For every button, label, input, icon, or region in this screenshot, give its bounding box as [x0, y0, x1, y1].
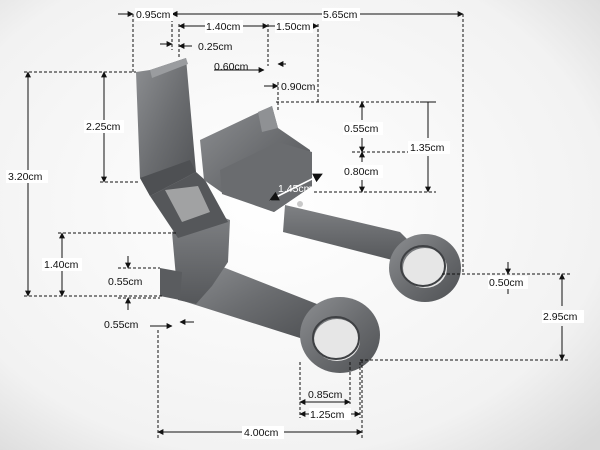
- label-h-320: 3.20cm: [8, 171, 43, 183]
- label-top-565: 5.65cm: [323, 9, 358, 21]
- tall-plate: [136, 58, 196, 196]
- label-w-090: 0.90cm: [281, 81, 316, 93]
- label-top-095: 0.95cm: [136, 9, 171, 21]
- label-h-140: 1.40cm: [44, 259, 79, 271]
- lower-tab: [160, 268, 182, 300]
- label-w-400: 4.00cm: [244, 427, 279, 439]
- label-w-085: 0.85cm: [308, 389, 343, 401]
- back-arm: [283, 205, 412, 262]
- label-w-125: 1.25cm: [310, 409, 345, 421]
- label-w-145: 1.45cm: [278, 183, 313, 195]
- label-h-050: 0.50cm: [489, 277, 524, 289]
- label-w-060: 0.60cm: [214, 61, 249, 73]
- label-top-140: 1.40cm: [206, 21, 241, 33]
- dimension-labels: 0.95cm 5.65cm 1.40cm 1.50cm 0.25cm 0.60c…: [6, 8, 584, 439]
- label-h-225: 2.25cm: [86, 121, 121, 133]
- label-h-055-top: 0.55cm: [344, 123, 379, 135]
- label-h-295: 2.95cm: [543, 311, 578, 323]
- part-photo: [136, 58, 461, 373]
- dim-line-w-145: [269, 173, 323, 201]
- extension-lines: [24, 14, 570, 438]
- back-ring-hole: [403, 248, 447, 288]
- label-w-055-bottom: 0.55cm: [104, 319, 139, 331]
- label-w-025: 0.25cm: [198, 41, 233, 53]
- front-ring-hole: [314, 319, 360, 361]
- label-h-135: 1.35cm: [410, 142, 445, 154]
- label-top-150: 1.50cm: [276, 21, 311, 33]
- front-arm: [180, 262, 322, 338]
- label-h-055-left: 0.55cm: [108, 276, 143, 288]
- label-h-080: 0.80cm: [344, 166, 379, 178]
